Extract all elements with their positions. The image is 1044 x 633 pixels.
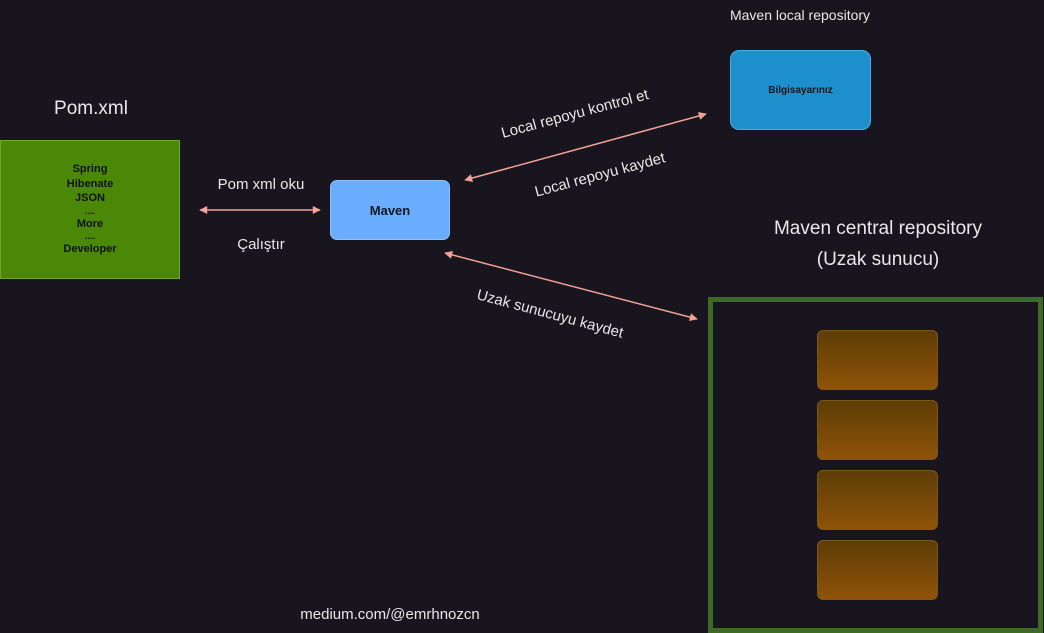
maven-box: Maven — [330, 180, 450, 240]
maven-local-arrow — [464, 112, 707, 182]
central-repo-title: Maven central repository — [773, 218, 983, 239]
pom-title: Pom.xml — [54, 98, 128, 119]
edge-label-pom-xml-oku: Pom xml oku — [217, 176, 305, 193]
central-artifact-1 — [817, 330, 938, 390]
local-repo-title: Maven local repository — [729, 7, 871, 23]
pom-line-dots-2: .... — [84, 231, 95, 242]
central-artifact-2 — [817, 400, 938, 460]
pom-line-json: JSON — [75, 192, 105, 205]
edge-label-calistir: Çalıştır — [237, 236, 285, 253]
pom-line-dots-1: .... — [84, 205, 95, 216]
local-repo-box: Bilgisayarınız — [730, 50, 871, 130]
central-artifact-4 — [817, 540, 938, 600]
central-artifact-3 — [817, 470, 938, 530]
footer-credit: medium.com/@emrhnozcn — [300, 606, 480, 623]
pom-box: Spring Hibenate JSON .... More .... Deve… — [0, 140, 180, 279]
pom-line-hibenate: Hibenate — [66, 177, 114, 190]
pom-line-developer: Developer — [63, 243, 117, 256]
local-repo-label: Bilgisayarınız — [768, 84, 833, 96]
maven-label: Maven — [369, 202, 411, 218]
central-repo-subtitle: (Uzak sunucu) — [816, 249, 940, 270]
pom-line-more: More — [76, 217, 104, 230]
central-repo-frame — [708, 297, 1043, 633]
maven-central-arrow — [444, 250, 698, 322]
pom-line-spring: Spring — [72, 163, 108, 176]
